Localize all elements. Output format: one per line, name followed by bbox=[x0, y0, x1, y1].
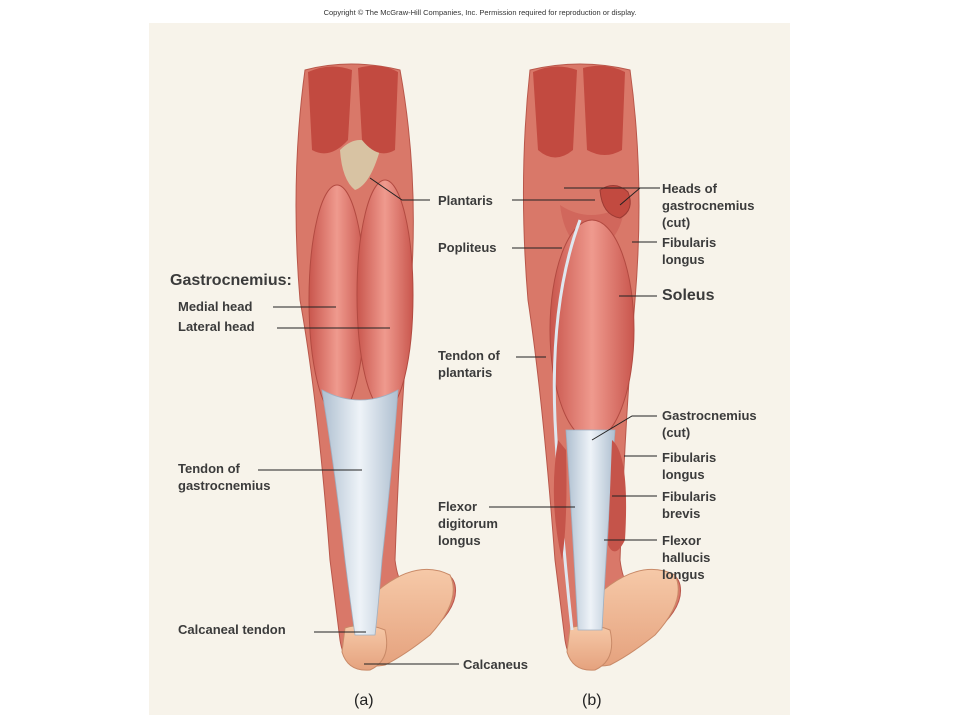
panel-caption-a: (a) bbox=[354, 692, 374, 709]
label-line: Fibularis bbox=[662, 489, 717, 504]
label-line: gastrocnemius bbox=[662, 198, 755, 213]
label-line: (cut) bbox=[662, 425, 691, 440]
label-tendon-of-gastrocnemius: Tendon of gastrocnemius bbox=[178, 460, 270, 494]
label-fibularis-longus-upper: Fibularis longus bbox=[662, 234, 716, 268]
label-flexor-digitorum-longus: Flexor digitorum longus bbox=[438, 498, 498, 549]
copyright-notice: Copyright © The McGraw-Hill Companies, I… bbox=[323, 8, 637, 17]
illustration-panel bbox=[149, 23, 790, 715]
label-fibularis-longus-lower: Fibularis longus bbox=[662, 449, 716, 483]
label-tendon-of-plantaris: Tendon of plantaris bbox=[438, 347, 500, 381]
label-line: Tendon of bbox=[438, 348, 500, 363]
label-line: Fibularis bbox=[662, 235, 717, 250]
leg-b bbox=[522, 63, 682, 671]
label-line: Gastrocnemius bbox=[662, 408, 757, 423]
label-line: Flexor bbox=[662, 533, 702, 548]
thigh-muscles-a bbox=[308, 65, 398, 154]
label-line: gastrocnemius bbox=[178, 478, 271, 493]
tendon-of-plantaris bbox=[552, 219, 582, 631]
label-line: plantaris bbox=[438, 365, 493, 380]
leg-b-heel bbox=[566, 624, 613, 671]
label-lateral-head: Lateral head bbox=[178, 319, 255, 334]
soleus-muscle bbox=[549, 219, 635, 441]
label-line: Tendon of bbox=[178, 461, 240, 476]
gastrocnemius-lateral-head bbox=[356, 179, 414, 411]
label-heads-of-gastrocnemius: Heads of gastrocnemius (cut) bbox=[662, 180, 754, 231]
label-medial-head: Medial head bbox=[178, 299, 253, 314]
panel-caption-b: (b) bbox=[582, 692, 602, 709]
label-line: longus bbox=[662, 467, 705, 482]
label-gastrocnemius: Gastrocnemius: bbox=[170, 272, 292, 289]
label-line: longus bbox=[662, 252, 705, 267]
leg-a-popliteal-fossa bbox=[340, 140, 380, 190]
label-line: Flexor bbox=[438, 499, 478, 514]
tendon-of-gastrocnemius bbox=[321, 389, 399, 636]
label-gastrocnemius-cut: Gastrocnemius (cut) bbox=[662, 407, 757, 441]
label-line: longus bbox=[438, 533, 481, 548]
label-soleus: Soleus bbox=[662, 287, 715, 304]
label-flexor-hallucis-longus: Flexor hallucis longus bbox=[662, 532, 710, 583]
gastrocnemius-cut-heads bbox=[599, 185, 631, 219]
leg-a bbox=[295, 63, 457, 671]
label-popliteus: Popliteus bbox=[438, 240, 497, 255]
label-line: digitorum bbox=[438, 516, 498, 531]
label-line: (cut) bbox=[662, 215, 691, 230]
label-fibularis-brevis: Fibularis brevis bbox=[662, 488, 716, 522]
label-line: Heads of bbox=[662, 181, 717, 196]
leader-lines bbox=[258, 177, 660, 665]
label-line: longus bbox=[662, 567, 705, 582]
flexor-muscles-b bbox=[553, 440, 627, 560]
label-calcaneus: Calcaneus bbox=[463, 657, 529, 672]
label-line: Fibularis bbox=[662, 450, 717, 465]
label-line: hallucis bbox=[662, 550, 711, 565]
label-plantaris: Plantaris bbox=[438, 193, 493, 208]
label-calcaneal-tendon: Calcaneal tendon bbox=[178, 622, 286, 637]
thigh-muscles-b bbox=[533, 65, 625, 158]
label-line: brevis bbox=[662, 506, 701, 521]
